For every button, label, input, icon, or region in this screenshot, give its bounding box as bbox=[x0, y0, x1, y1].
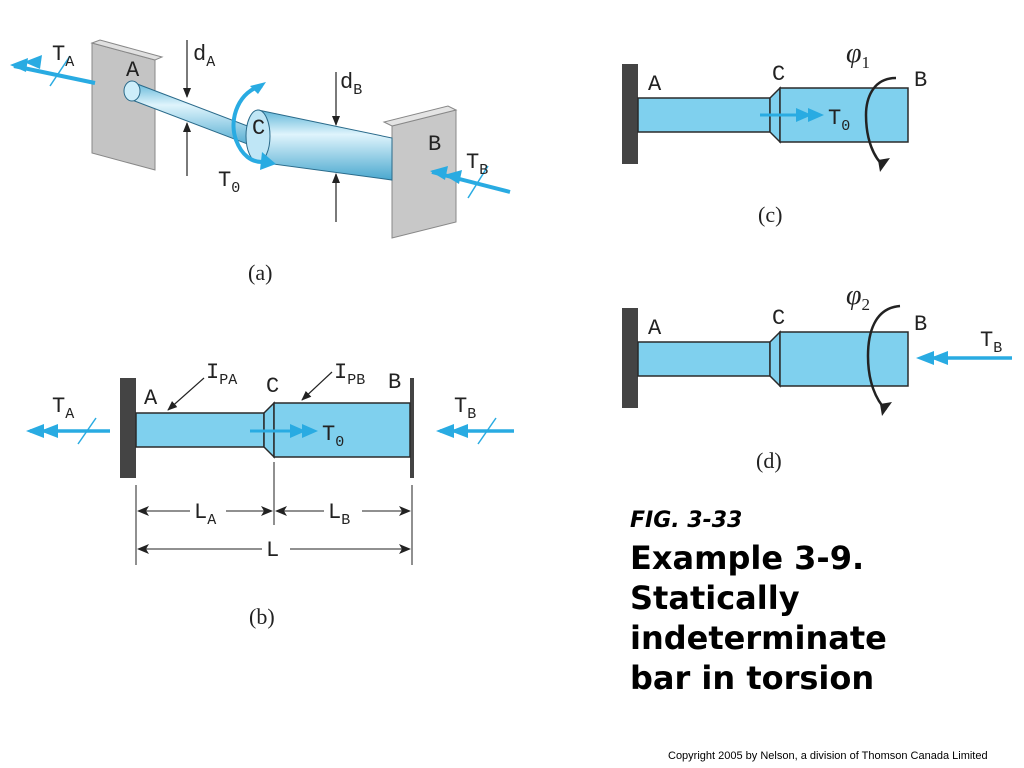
svg-text:TB: TB bbox=[466, 150, 488, 179]
wall-b-right bbox=[410, 378, 414, 478]
svg-text:LA: LA bbox=[194, 500, 216, 529]
shaft-d-thick bbox=[779, 331, 909, 387]
label-b-point-a: A bbox=[144, 386, 158, 411]
torque-t0-arrow bbox=[231, 84, 263, 164]
shaft-d-thin bbox=[637, 341, 771, 377]
label-d-point-c: C bbox=[772, 306, 785, 331]
svg-text:TA: TA bbox=[52, 42, 74, 71]
shaft-a-thick bbox=[257, 109, 393, 181]
svg-text:TB: TB bbox=[454, 394, 476, 423]
twist-phi1-arrow bbox=[864, 76, 897, 167]
label-b-point-b: B bbox=[388, 370, 401, 395]
svg-text:TA: TA bbox=[52, 394, 74, 423]
caption-d: (d) bbox=[756, 448, 782, 473]
figure-title-line: indeterminate bbox=[630, 619, 887, 657]
copyright-notice: Copyright 2005 by Nelson, a division of … bbox=[668, 750, 988, 762]
label-c-point-b: B bbox=[914, 68, 927, 93]
figure-number: FIG. 3-33 bbox=[630, 508, 743, 533]
svg-text:dA: dA bbox=[193, 42, 215, 71]
leader-ipa bbox=[167, 377, 205, 411]
label-c-point-c: C bbox=[772, 62, 785, 87]
caption-a: (a) bbox=[248, 260, 272, 285]
wall-a-left bbox=[91, 42, 156, 171]
torque-ta-arrow bbox=[13, 64, 96, 85]
label-b-point-c: C bbox=[266, 374, 279, 399]
panel-d: A C B TB φ2 (d) bbox=[622, 280, 1012, 473]
svg-text:IPA: IPA bbox=[206, 360, 237, 389]
svg-text:LB: LB bbox=[328, 500, 350, 529]
wall-c bbox=[622, 64, 638, 164]
label-a-point-b: B bbox=[428, 132, 441, 157]
shaft-c-thin bbox=[637, 97, 771, 133]
svg-text:T0: T0 bbox=[218, 168, 240, 197]
figure-title: Example 3-9. Statically indeterminate ba… bbox=[630, 538, 1010, 698]
wall-d bbox=[622, 308, 638, 408]
svg-text:T0: T0 bbox=[322, 422, 344, 451]
twist-phi2-arrow bbox=[866, 304, 901, 411]
svg-text:dB: dB bbox=[340, 70, 362, 99]
svg-text:T0: T0 bbox=[828, 106, 850, 135]
panel-b: TA A IPA C IPB B T0 TB LA LB L (b) bbox=[26, 360, 514, 629]
panel-a: TA A dA dB C T0 B TB (a) bbox=[10, 39, 511, 285]
svg-text:IPB: IPB bbox=[334, 360, 365, 389]
leader-ipb bbox=[301, 371, 333, 401]
label-d-point-a: A bbox=[648, 316, 662, 341]
label-b-length-l: L bbox=[266, 538, 279, 563]
figure-title-line: bar in torsion bbox=[630, 659, 875, 697]
caption-c: (c) bbox=[758, 202, 782, 227]
label-a-point-c: C bbox=[252, 116, 265, 141]
figure-title-line: Statically bbox=[630, 579, 800, 617]
svg-text:φ2: φ2 bbox=[846, 280, 870, 314]
wall-b-left bbox=[120, 378, 136, 478]
svg-text:φ1: φ1 bbox=[846, 38, 870, 72]
label-d-point-b: B bbox=[914, 312, 927, 337]
label-c-point-a: A bbox=[648, 72, 662, 97]
shaft-b-thin bbox=[135, 412, 265, 448]
panel-c: A C B T0 φ1 (c) bbox=[622, 38, 927, 227]
figure-title-line: Example 3-9. bbox=[630, 539, 865, 577]
caption-b: (b) bbox=[249, 604, 275, 629]
label-a-point-a: A bbox=[126, 58, 140, 83]
svg-text:TB: TB bbox=[980, 328, 1002, 357]
